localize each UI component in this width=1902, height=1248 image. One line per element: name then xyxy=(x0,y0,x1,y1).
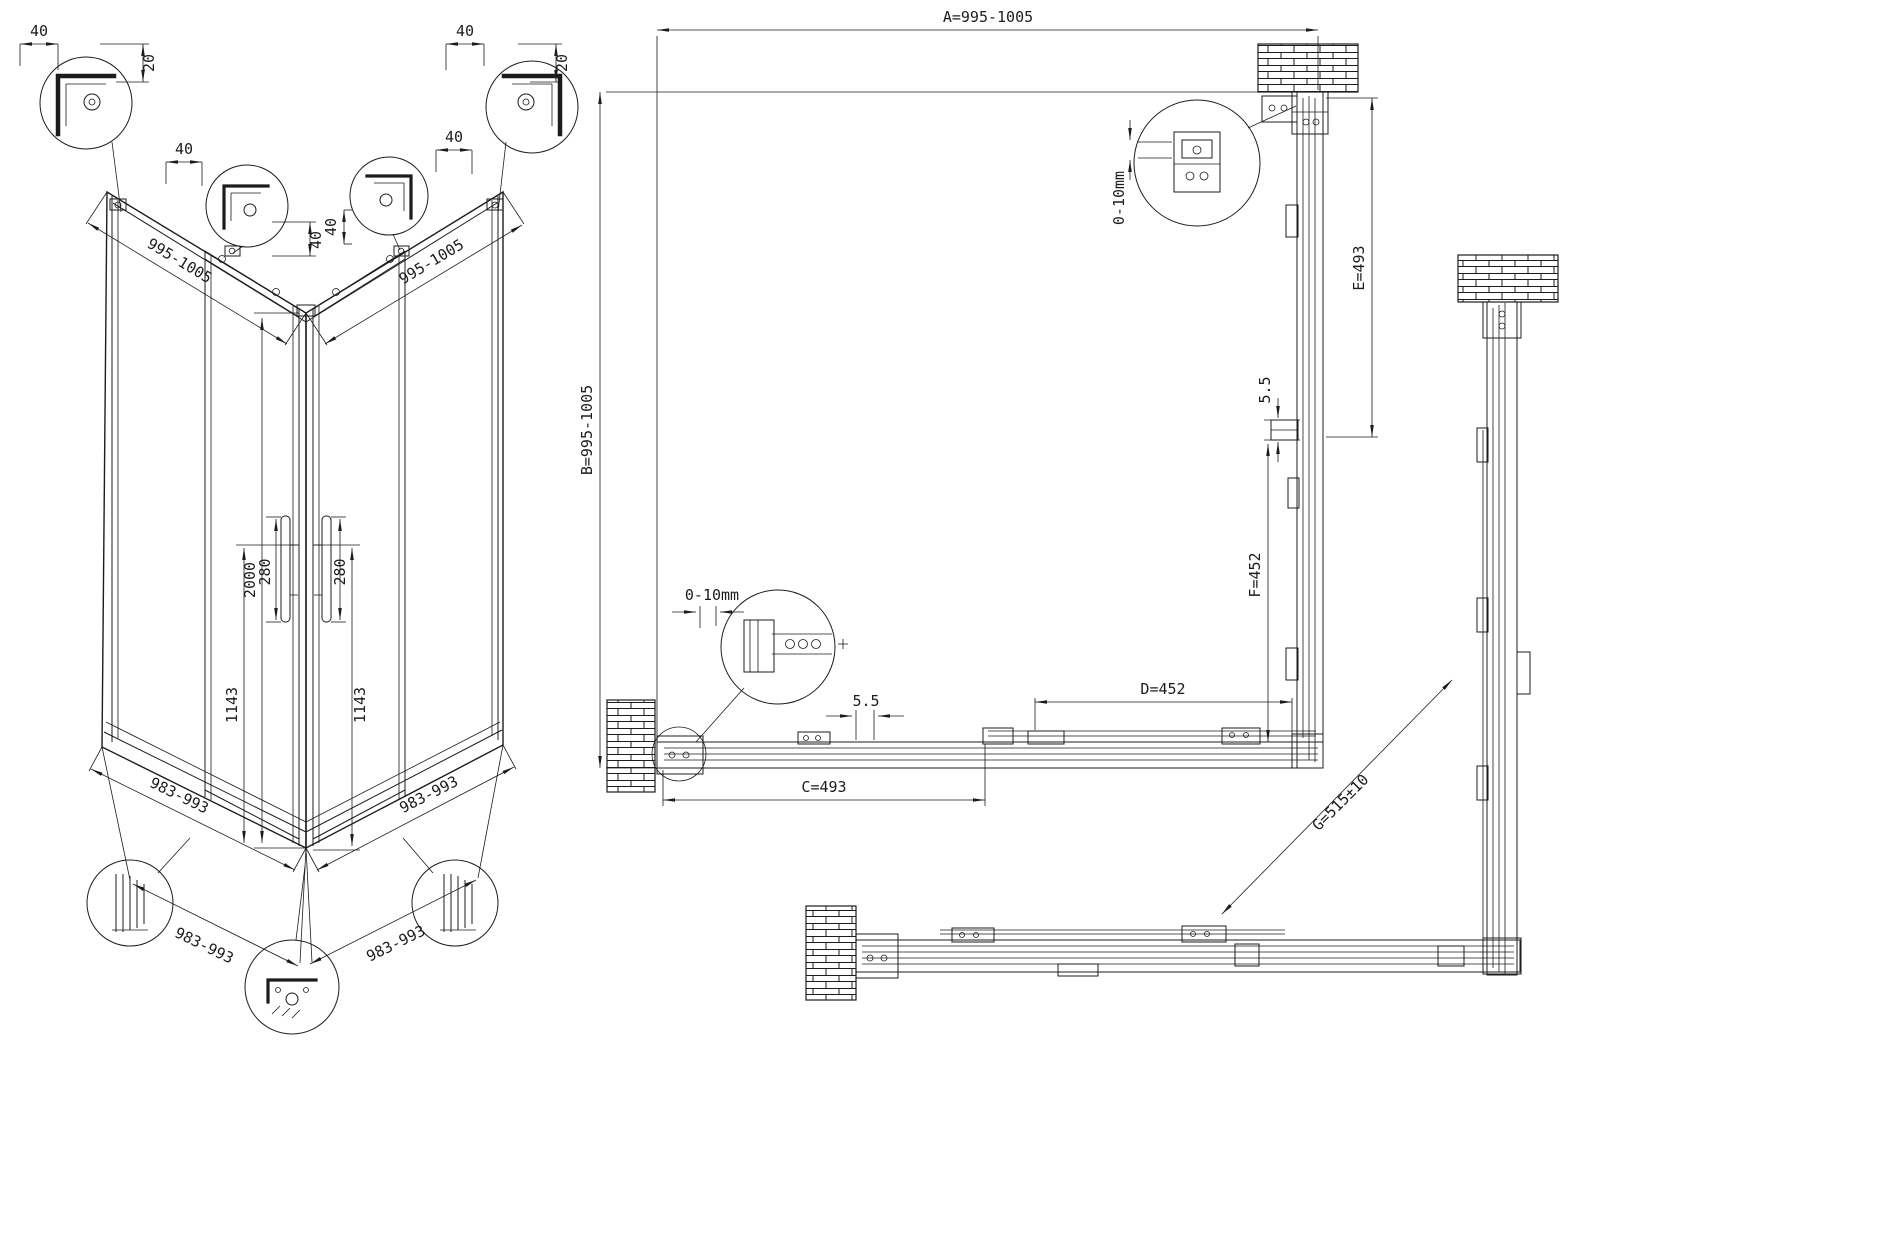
detail-circle-top-left: 40 20 xyxy=(19,22,158,213)
plan-dimensions: A=995-1005 B=995-1005 E=493 5.5 F=452 xyxy=(578,8,1453,915)
dim-label-gap-bottom: 5.5 xyxy=(852,692,879,710)
dim-label-C: C=493 xyxy=(801,778,846,796)
wall-profile-balloon xyxy=(651,726,707,782)
dim-label-G: G=515±10 xyxy=(1309,771,1373,835)
dim-label-bottom-left-2: 983-993 xyxy=(172,924,237,968)
detail-circle-bottom-left-guide xyxy=(86,837,191,947)
dim-label-c2-40a: 40 xyxy=(175,140,193,158)
door-handles xyxy=(280,515,332,623)
dim-label-gap-right: 5.5 xyxy=(1256,376,1274,403)
dim-label-handle-left: 280 xyxy=(256,558,274,585)
dim-label-c3-40b: 40 xyxy=(322,218,340,236)
dim-label-c1-40: 40 xyxy=(30,22,48,40)
dim-label-c1-20: 20 xyxy=(140,54,158,72)
dim-label-adjust-left: 0-10mm xyxy=(685,586,739,604)
dim-label-E: E=493 xyxy=(1350,245,1368,290)
detail-circle-left-roller: 40 40 xyxy=(165,140,325,257)
dim-label-handle-right: 280 xyxy=(331,558,349,585)
detail-circle-top-right: 40 20 xyxy=(445,22,579,213)
section-right-rail xyxy=(1476,301,1531,976)
plan-view: 0-10mm 0-10mm A=995-1005 xyxy=(578,8,1559,1001)
dim-label-c3-40a: 40 xyxy=(445,128,463,146)
dim-label-c2-40b: 40 xyxy=(307,231,325,249)
section-bottom-rail xyxy=(855,925,1521,979)
iso-view: 40 20 40 40 40 xyxy=(19,22,579,1035)
plan-bottom-wall xyxy=(651,726,1324,782)
brick-wall-top-right xyxy=(1257,43,1359,93)
detail-circle-plan-left: 0-10mm xyxy=(672,586,848,743)
iso-dimensions: 995-1005 995-1005 2000 1143 1143 280 xyxy=(85,191,525,968)
dim-label-c4-20: 20 xyxy=(553,54,571,72)
dim-label-bottom-right-2: 983-993 xyxy=(363,922,428,966)
plan-right-wall xyxy=(1261,91,1329,769)
dim-label-F: F=452 xyxy=(1246,552,1264,597)
dim-label-adjust-top: 0-10mm xyxy=(1110,171,1128,225)
detail-circle-bottom-right-guide xyxy=(402,837,499,947)
corner-joint xyxy=(296,304,316,317)
dim-label-D: D=452 xyxy=(1140,680,1185,698)
detail-circle-plan-top: 0-10mm xyxy=(1110,99,1297,227)
dim-label-glass-left: 1143 xyxy=(223,687,241,723)
detail-circle-bottom-corner xyxy=(244,865,340,1035)
dim-label-B: B=995-1005 xyxy=(578,385,596,475)
dim-label-bottom-right: 983-993 xyxy=(396,772,461,817)
dim-label-glass-right: 1143 xyxy=(351,687,369,723)
brick-wall-outer-bottom xyxy=(805,905,857,1001)
iso-enclosure-body xyxy=(101,190,504,850)
detail-circle-right-roller: 40 40 xyxy=(322,128,473,251)
brick-wall-bottom-left xyxy=(606,699,656,793)
dim-label-A: A=995-1005 xyxy=(943,8,1033,26)
dim-label-c4-40: 40 xyxy=(456,22,474,40)
brick-wall-outer-right xyxy=(1457,254,1559,303)
